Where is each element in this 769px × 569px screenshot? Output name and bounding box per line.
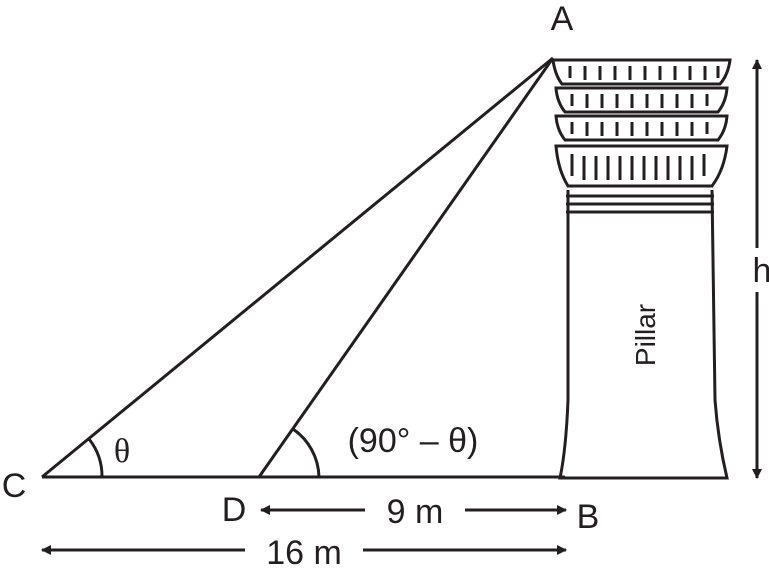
height-label: h [753,252,769,290]
point-label-a: A [551,0,574,38]
angle-label-complement: (90° – θ) [348,422,479,460]
point-label-b: B [577,498,600,536]
point-label-d: D [222,491,247,529]
pillar-drawing: Pillar [551,58,732,480]
pillar-label: Pillar [630,304,661,366]
line-da [257,57,555,478]
angle-arc-d [292,427,321,478]
point-label-c: C [2,467,27,505]
dimension-label-cb: 16 m [266,534,342,569]
angle-arc-c [87,438,104,478]
line-ca [41,56,554,479]
angle-label-theta: θ [114,433,130,470]
dimension-label-db: 9 m [387,493,444,531]
